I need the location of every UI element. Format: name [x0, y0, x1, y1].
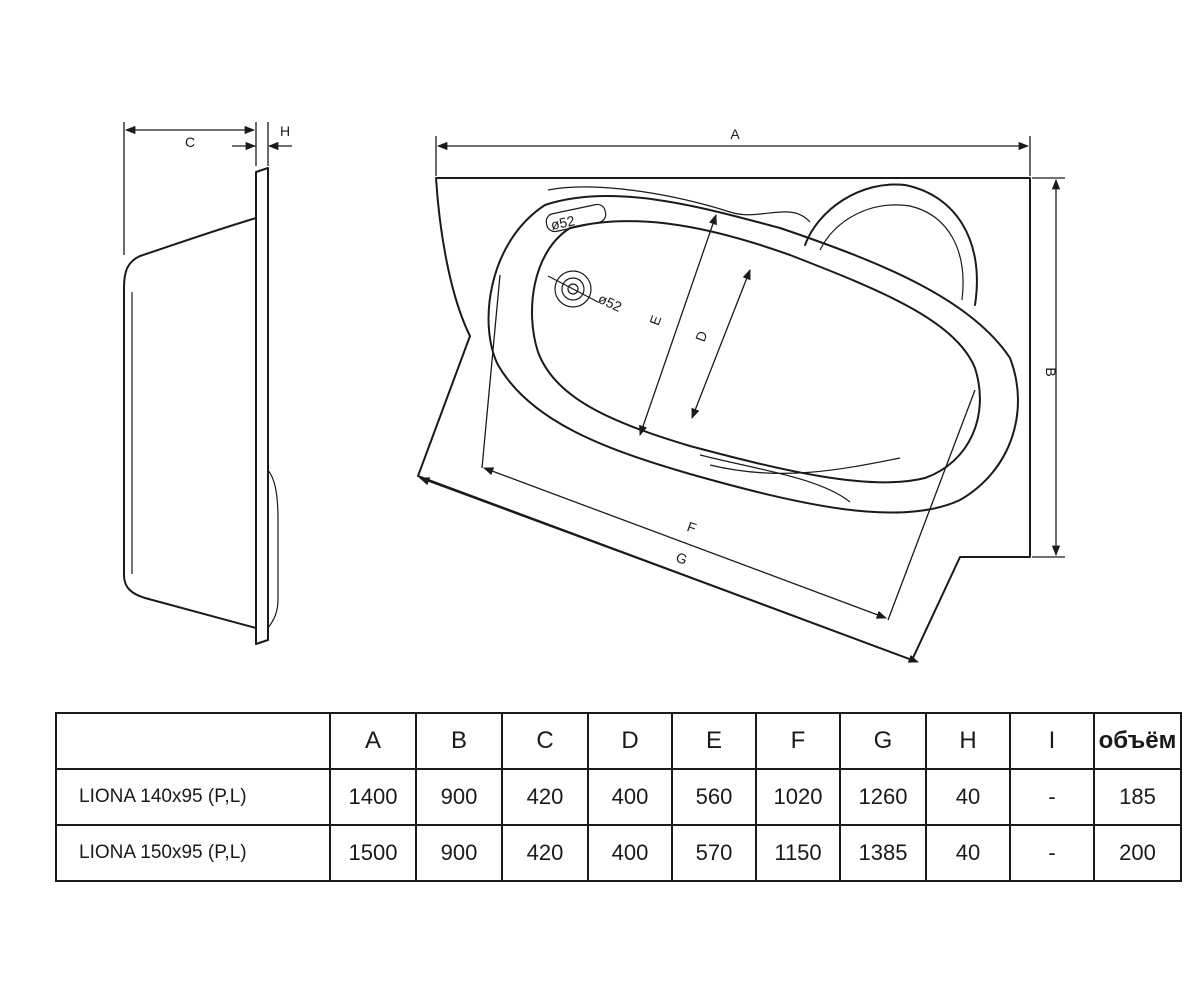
cell-b: 900	[415, 824, 503, 882]
header-g: G	[839, 712, 927, 770]
cell-a: 1400	[329, 768, 417, 826]
cell-i: -	[1009, 824, 1095, 882]
dimension-d: D	[691, 269, 751, 419]
dimension-h: H	[232, 122, 292, 166]
dimensions-table: A B C D E F G H I объём LIONA 140x95 (P,…	[55, 712, 1182, 882]
label-c: C	[185, 134, 195, 150]
header-a: A	[329, 712, 417, 770]
cell-d: 400	[587, 768, 673, 826]
table-row: LIONA 140x95 (P,L) 1400 900 420 400 560 …	[55, 768, 1182, 826]
cell-volume: 200	[1093, 824, 1182, 882]
cell-g: 1260	[839, 768, 927, 826]
cell-c: 420	[501, 768, 589, 826]
label-a: A	[730, 126, 740, 142]
cell-h: 40	[925, 768, 1011, 826]
top-outer-contour	[417, 177, 1031, 661]
label-h: H	[280, 123, 290, 139]
bathtub-drawing: C H ø52	[123, 122, 1065, 663]
top-headrest-inner	[819, 204, 964, 301]
header-h: H	[925, 712, 1011, 770]
cell-i: -	[1009, 768, 1095, 826]
cell-volume: 185	[1093, 768, 1182, 826]
cell-c: 420	[501, 824, 589, 882]
cell-e: 570	[671, 824, 757, 882]
label-f: F	[685, 518, 699, 536]
header-f: F	[755, 712, 841, 770]
table-header-row: A B C D E F G H I объём	[55, 712, 1182, 770]
cell-f: 1150	[755, 824, 841, 882]
cell-e: 560	[671, 768, 757, 826]
cell-b: 900	[415, 768, 503, 826]
cell-f: 1020	[755, 768, 841, 826]
dimension-c: C	[123, 122, 257, 255]
side-view: C H	[123, 122, 292, 645]
header-b: B	[415, 712, 503, 770]
row-model: LIONA 140x95 (P,L)	[55, 768, 331, 826]
label-b: B	[1043, 367, 1059, 376]
header-model	[55, 712, 331, 770]
dimension-b: B	[1032, 177, 1065, 558]
dimension-g: G	[419, 477, 919, 663]
top-view: ø52 ø52 A B E	[417, 126, 1065, 663]
dimension-f: F	[481, 274, 976, 621]
side-wall-plate	[255, 167, 269, 645]
header-e: E	[671, 712, 757, 770]
label-d: D	[692, 329, 710, 344]
side-leg	[267, 469, 279, 629]
cell-a: 1500	[329, 824, 417, 882]
label-hole-lower: ø52	[596, 290, 625, 315]
top-rim-contour-2	[709, 457, 901, 475]
top-headrest-top	[547, 186, 811, 223]
top-tub-rim	[487, 195, 1019, 514]
label-hole-upper: ø52	[549, 212, 576, 233]
dimension-e: E	[639, 214, 717, 436]
drain-hole: ø52	[547, 270, 625, 315]
table-row: LIONA 150x95 (P,L) 1500 900 420 400 570 …	[55, 824, 1182, 882]
cell-d: 400	[587, 824, 673, 882]
header-c: C	[501, 712, 589, 770]
header-d: D	[587, 712, 673, 770]
header-volume: объём	[1093, 712, 1182, 770]
top-rim-contour	[699, 454, 851, 503]
top-inner-basin	[531, 220, 981, 484]
label-g: G	[674, 549, 690, 568]
cell-h: 40	[925, 824, 1011, 882]
header-i: I	[1009, 712, 1095, 770]
overflow-hole: ø52	[545, 203, 607, 233]
row-model: LIONA 150x95 (P,L)	[55, 824, 331, 882]
side-tub-profile	[123, 217, 257, 629]
cell-g: 1385	[839, 824, 927, 882]
label-e: E	[646, 313, 664, 327]
top-headrest	[804, 183, 978, 306]
dimension-a: A	[435, 126, 1031, 176]
